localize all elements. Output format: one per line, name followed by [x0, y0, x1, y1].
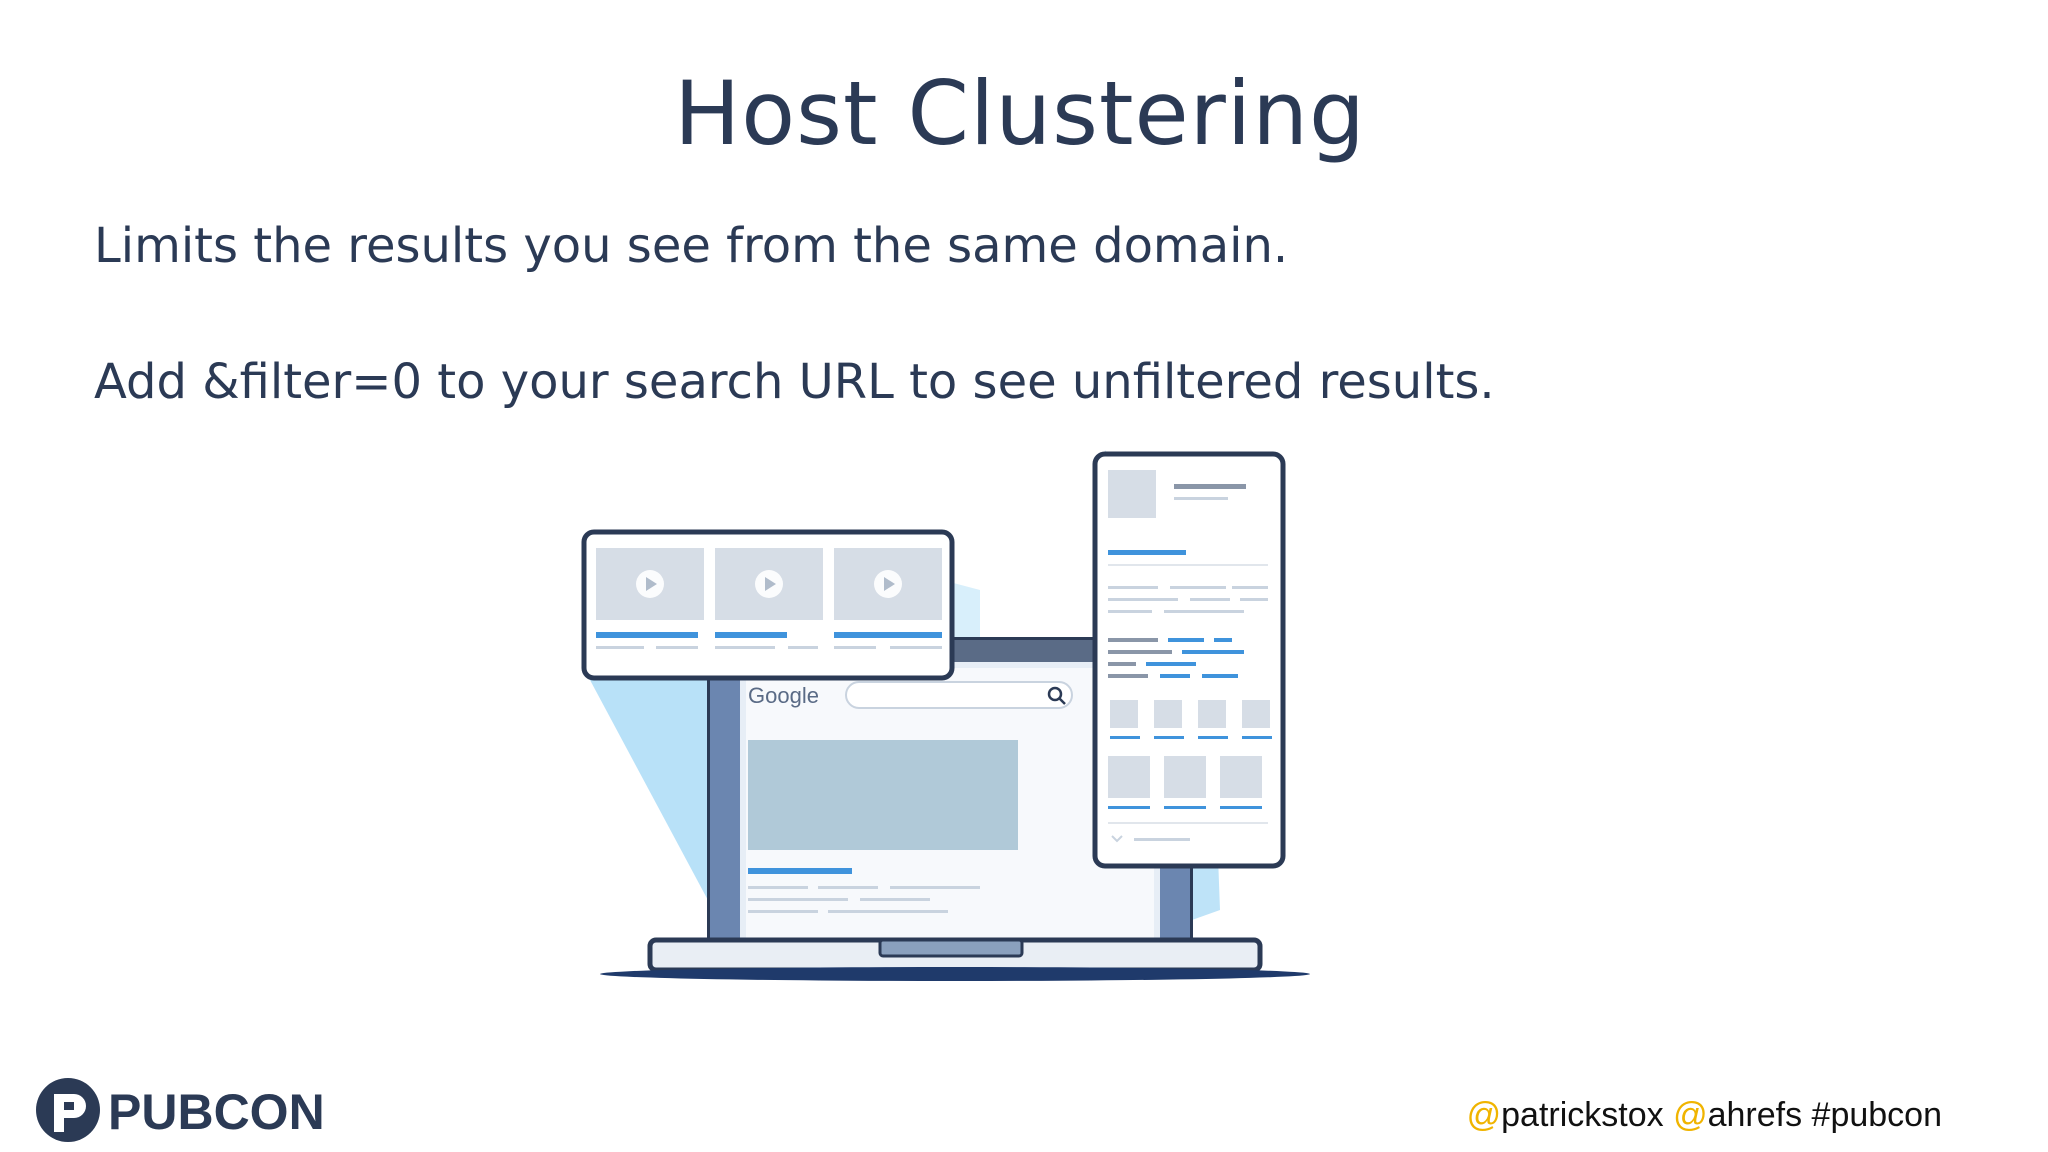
play-icon: [884, 577, 895, 591]
handle-ahrefs: ahrefs: [1707, 1096, 1803, 1134]
hashtag-pubcon: #pubcon: [1802, 1096, 1942, 1134]
mobile-results-card: [1092, 451, 1286, 869]
pubcon-logo-text: PUBCON: [108, 1084, 325, 1140]
play-icon: [646, 577, 657, 591]
social-handles: @patrickstox @ahrefs #pubcon: [1467, 1096, 1942, 1135]
video-thumbnail-2: [715, 548, 823, 620]
search-results-illustration: Google: [581, 450, 1310, 981]
google-wordmark: Google: [748, 683, 819, 708]
chevron-down-icon: [1111, 835, 1123, 843]
search-icon: [1047, 686, 1066, 705]
at-symbol-1: @: [1466, 1096, 1502, 1134]
video-thumbnail-1: [596, 548, 704, 620]
slide-title: Host Clustering: [674, 62, 1366, 165]
video-thumbnail-3: [834, 548, 942, 620]
video-results-card: [581, 529, 955, 681]
play-icon: [765, 577, 776, 591]
bullet-text-1: Limits the results you see from the same…: [94, 218, 1289, 274]
at-symbol-2: @: [1673, 1096, 1708, 1134]
handle-patrickstox: patrickstox: [1501, 1096, 1664, 1134]
bullet-text-2: Add &filter=0 to your search URL to see …: [94, 354, 1495, 410]
pubcon-logo-icon: [36, 1078, 100, 1142]
